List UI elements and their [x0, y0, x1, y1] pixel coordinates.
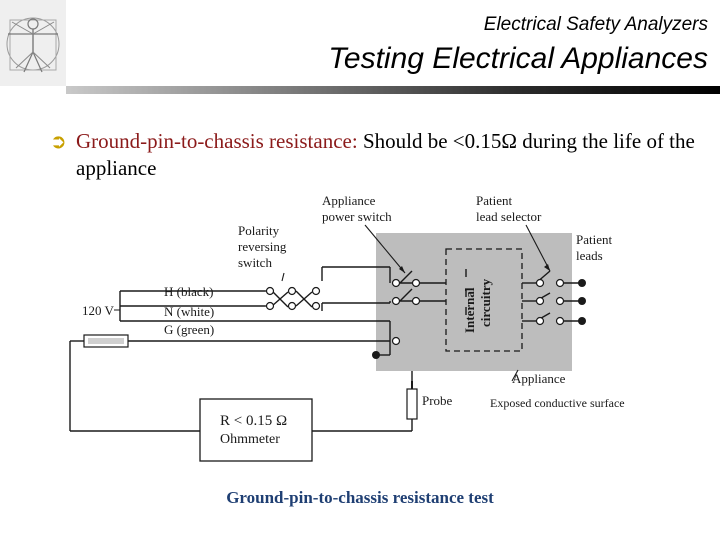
- bullet-lead: Ground-pin-to-chassis resistance:: [76, 129, 358, 153]
- label-internal-1: Internal: [462, 287, 477, 333]
- terminal: [555, 278, 565, 288]
- terminal: [411, 278, 421, 288]
- label-h-black: H (black): [164, 284, 213, 299]
- terminal: [535, 316, 545, 326]
- header-subtitle: Electrical Safety Analyzers: [483, 14, 708, 35]
- label-appliance-switch-2: power switch: [322, 209, 392, 224]
- terminal: [311, 286, 321, 296]
- patient-lead-dot: [578, 317, 586, 325]
- vitruvian-man-logo: [0, 0, 66, 86]
- bullet-text: Ground-pin-to-chassis resistance: Should…: [50, 128, 700, 182]
- label-appliance-switch-1: Appliance: [322, 193, 376, 208]
- resistance-test-diagram: Appliance power switch Patient lead sele…: [69, 193, 625, 462]
- label-patient-leads-1: Patient: [576, 232, 612, 247]
- patient-lead-dot: [578, 297, 586, 305]
- probe-body: [406, 388, 418, 420]
- chassis-ground-dot: [372, 351, 380, 359]
- bullet-point: ➲ Ground-pin-to-chassis resistance: Shou…: [50, 128, 700, 182]
- ohmmeter-box: [199, 398, 313, 462]
- label-patient-selector-2: lead selector: [476, 209, 542, 224]
- patient-lead-dot: [578, 279, 586, 287]
- label-patient-leads-2: leads: [576, 248, 603, 263]
- terminal: [287, 286, 297, 296]
- label-g-green: G (green): [164, 322, 214, 337]
- label-polarity-3: switch: [238, 255, 272, 270]
- terminal: [265, 301, 275, 311]
- terminal: [555, 316, 565, 326]
- header-rule: [66, 86, 720, 94]
- terminal: [411, 296, 421, 306]
- internal-circuitry-box: [445, 248, 523, 352]
- label-patient-selector-1: Patient: [476, 193, 512, 208]
- page-title: Testing Electrical Appliances: [328, 42, 708, 75]
- diagram-caption: Ground-pin-to-chassis resistance test: [226, 488, 494, 507]
- label-polarity-1: Polarity: [238, 223, 280, 238]
- ohmmeter-label: Ohmmeter: [220, 432, 280, 447]
- terminal: [287, 301, 297, 311]
- label-appliance: Appliance: [512, 371, 566, 386]
- label-voltage: 120 V: [82, 303, 115, 318]
- terminal: [391, 278, 401, 288]
- arrow-bullet-icon: ➲: [50, 129, 67, 153]
- terminal: [265, 286, 275, 296]
- label-internal-2: circuitry: [478, 278, 493, 327]
- terminal: [391, 296, 401, 306]
- terminal: [535, 296, 545, 306]
- terminal: [555, 296, 565, 306]
- terminal: [311, 301, 321, 311]
- terminal: [535, 278, 545, 288]
- label-n-white: N (white): [164, 304, 214, 319]
- ohmmeter-value: R < 0.15 Ω: [220, 413, 287, 429]
- label-exposed-surface: Exposed conductive surface: [490, 396, 625, 410]
- label-probe: Probe: [422, 393, 453, 408]
- bullet-rest: Should be <0.15Ω during the life of the …: [76, 129, 695, 180]
- terminal: [391, 336, 401, 346]
- label-polarity-2: reversing: [238, 239, 287, 254]
